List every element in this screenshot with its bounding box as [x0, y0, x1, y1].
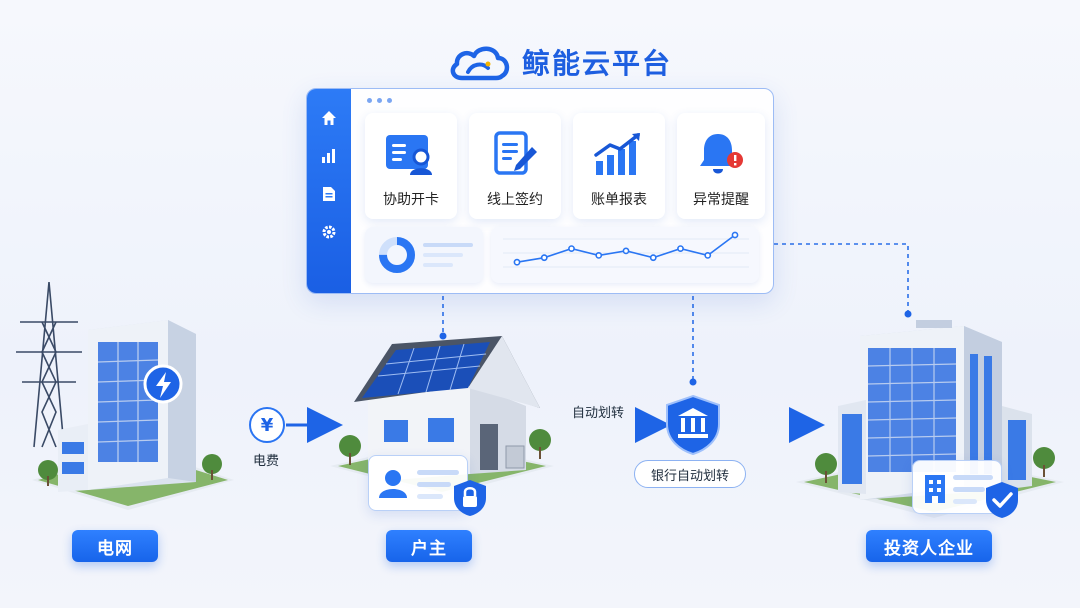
- summary-card: [365, 227, 483, 283]
- document-icon[interactable]: [317, 183, 341, 205]
- auto-transfer-label: 自动划转: [572, 406, 625, 421]
- dashboard-panel: 协助开卡 线上签约: [306, 88, 774, 294]
- feature-tiles: 协助开卡 线上签约: [365, 113, 765, 219]
- yen-fee-icon: ¥: [249, 407, 285, 443]
- building-icon: [925, 475, 945, 503]
- tile-label: 账单报表: [591, 192, 647, 208]
- household-id-card: [368, 455, 468, 511]
- brand-title: 鲸能云平台: [522, 47, 673, 80]
- trend-point: [677, 245, 684, 252]
- grid-building: [28, 320, 238, 510]
- tile-label: 异常提醒: [693, 192, 749, 208]
- dash-to-investor: [774, 243, 909, 312]
- tile-open-card[interactable]: 协助开卡: [365, 113, 457, 219]
- trend-point: [513, 258, 521, 266]
- investor-info-card: [912, 460, 1002, 514]
- trend-point: [622, 247, 630, 255]
- investor-label: 投资人企业: [866, 530, 992, 562]
- user-icon: [385, 470, 401, 486]
- cloud-logo-icon: [450, 46, 510, 81]
- household-label: 户主: [386, 530, 472, 562]
- bell-alert-icon: [693, 129, 749, 179]
- grid-label: 电网: [72, 530, 158, 562]
- trend-point: [704, 251, 712, 259]
- donut-chart: [379, 237, 473, 273]
- stats-icon[interactable]: [317, 145, 341, 167]
- trend-point: [568, 245, 575, 252]
- trend-card: [491, 227, 759, 283]
- fee-label: 电费: [253, 454, 280, 469]
- tile-online-sign[interactable]: 线上签约: [469, 113, 561, 219]
- lock-shield-icon: [454, 480, 486, 516]
- chart-report-icon: [591, 129, 647, 179]
- brand-header: 鲸能云平台: [448, 40, 672, 84]
- trend-point: [731, 231, 739, 239]
- tile-alert[interactable]: 异常提醒: [677, 113, 765, 219]
- bank-shield-icon: [666, 394, 720, 456]
- window-dots: [367, 98, 392, 103]
- sign-document-icon: [487, 129, 543, 179]
- trend-point: [649, 254, 657, 262]
- trend-point: [595, 251, 603, 259]
- bank-transfer-badge: 银行自动划转: [634, 460, 746, 488]
- panel-sidebar: [307, 89, 351, 293]
- settings-icon[interactable]: [317, 221, 341, 243]
- power-tower-illustration: [16, 282, 82, 448]
- tile-bill-report[interactable]: 账单报表: [573, 113, 665, 219]
- home-icon[interactable]: [317, 107, 341, 129]
- tile-label: 线上签约: [487, 192, 543, 208]
- check-shield-icon: [986, 482, 1018, 518]
- id-card-icon: [383, 129, 439, 179]
- tile-label: 协助开卡: [383, 192, 439, 208]
- trend-line-chart: [503, 231, 749, 268]
- trend-point: [540, 254, 548, 262]
